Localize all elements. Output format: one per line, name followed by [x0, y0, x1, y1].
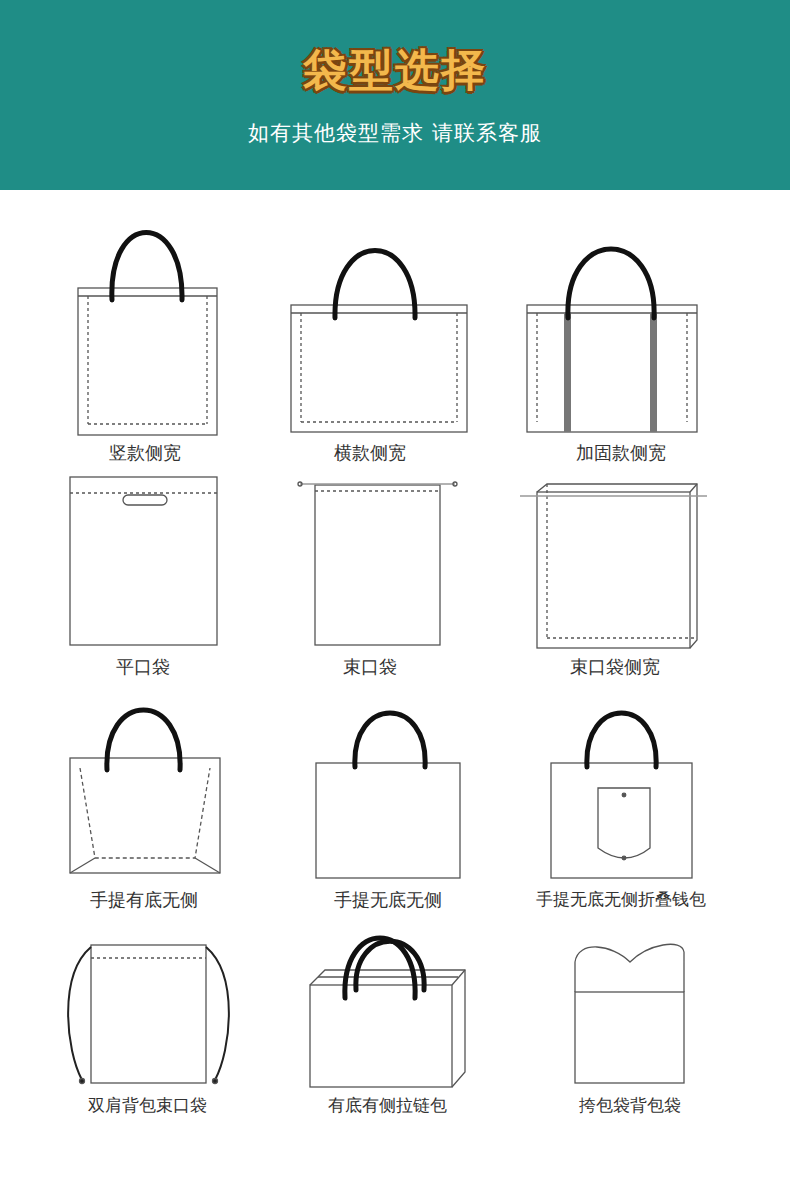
bag-foldable-pouch	[551, 713, 692, 878]
bag-backpack-drawstring	[68, 945, 229, 1084]
bag-flat-handle	[316, 713, 460, 878]
bag-horizontal-gusset	[291, 251, 467, 433]
bag-drawstring	[298, 482, 457, 645]
page-title: 袋型选择	[303, 41, 487, 100]
bag-caption: 有底有侧拉链包	[328, 1094, 447, 1117]
bag-caption: 加固款侧宽	[576, 441, 666, 465]
bag-caption: 横款侧宽	[334, 441, 406, 465]
bag-caption: 挎包袋背包袋	[579, 1094, 681, 1117]
bag-drawstring-gusset	[520, 484, 707, 648]
bag-bottom-no-side	[70, 710, 220, 873]
bag-reinforced-gusset	[527, 249, 697, 432]
bag-zipper-gusset	[310, 938, 465, 1087]
bag-caption: 双肩背包束口袋	[88, 1094, 207, 1117]
bag-vertical-gusset	[78, 233, 217, 436]
header-band	[0, 0, 790, 190]
bag-shoulder-pack	[575, 944, 684, 1083]
subtitle: 如有其他袋型需求 请联系客服	[248, 119, 542, 147]
bag-caption: 束口袋	[343, 655, 397, 679]
bag-caption: 手提无底无侧折叠钱包	[536, 888, 706, 911]
bag-caption: 束口袋侧宽	[570, 655, 660, 679]
bag-caption: 手提有底无侧	[90, 888, 198, 912]
bag-caption: 竖款侧宽	[109, 441, 181, 465]
bag-caption: 平口袋	[116, 655, 170, 679]
bag-flat-die-cut	[70, 477, 217, 645]
bag-caption: 手提无底无侧	[334, 888, 442, 912]
